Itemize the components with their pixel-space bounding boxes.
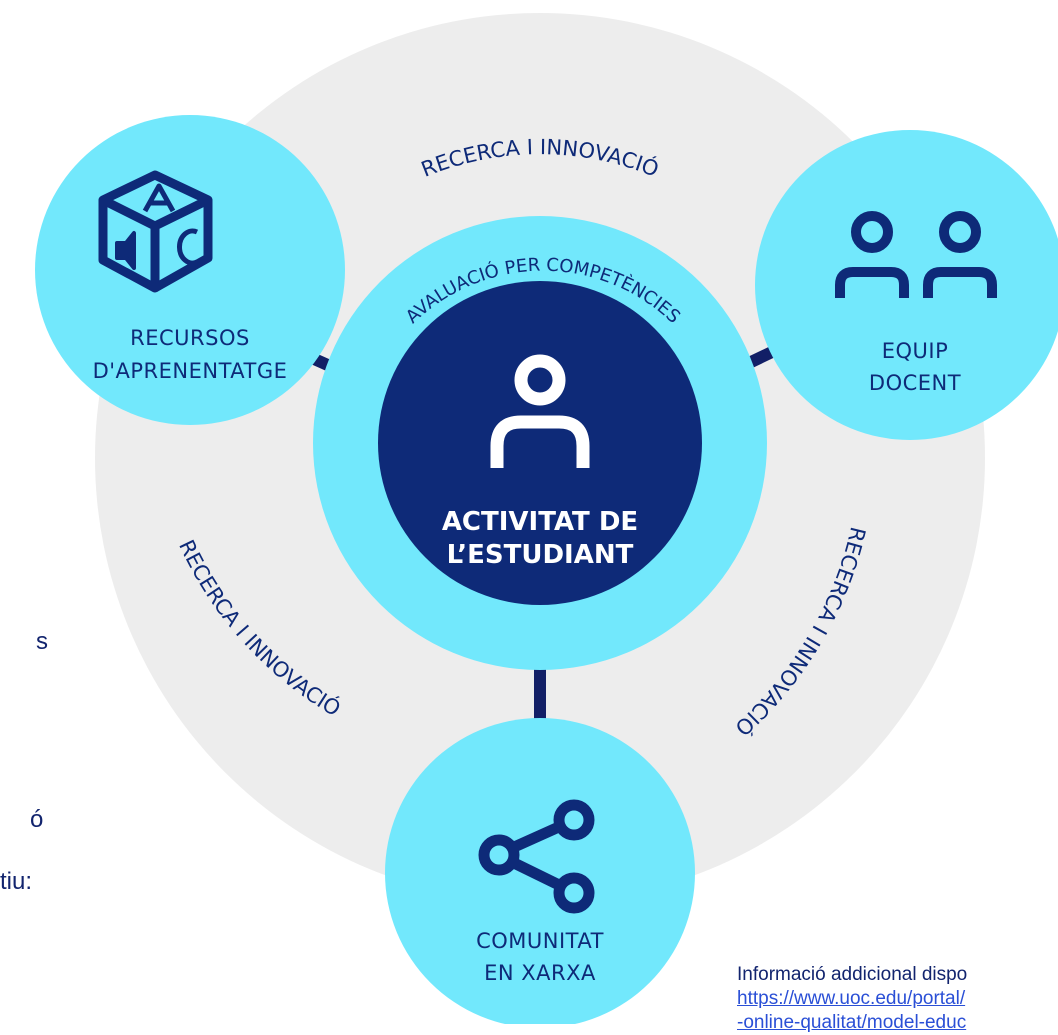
info-link-line1[interactable]: https://www.uoc.edu/portal/	[737, 988, 966, 1009]
teachers-label-line2: DOCENT	[869, 371, 961, 395]
resources-label-line1: RECURSOS	[130, 326, 250, 350]
additional-info: Informació addicional dispo https://www.…	[737, 963, 967, 1035]
community-label-line2: EN XARXA	[484, 961, 596, 985]
resources-label-line2: D'APRENENTATGE	[93, 359, 288, 383]
center-label-line1: ACTIVITAT DE	[442, 507, 638, 537]
teachers-label-line1: EQUIP	[882, 339, 949, 363]
center-label-line2: L’ESTUDIANT	[447, 540, 634, 570]
partial-text-fragment: s	[36, 628, 48, 655]
partial-text-fragment: tiu:	[0, 868, 33, 895]
teachers-icon	[835, 211, 997, 298]
additional-info-label: Informació addicional dispo	[737, 964, 968, 985]
info-link-line2[interactable]: -online-qualitat/model-educ	[737, 1012, 967, 1033]
share-network-icon	[478, 799, 595, 914]
center-circle	[378, 281, 702, 605]
learning-resources-cube-icon	[98, 170, 213, 293]
partial-text-fragment: ó	[30, 806, 44, 833]
community-label-line1: COMUNITAT	[476, 929, 604, 953]
student-icon	[490, 354, 590, 468]
